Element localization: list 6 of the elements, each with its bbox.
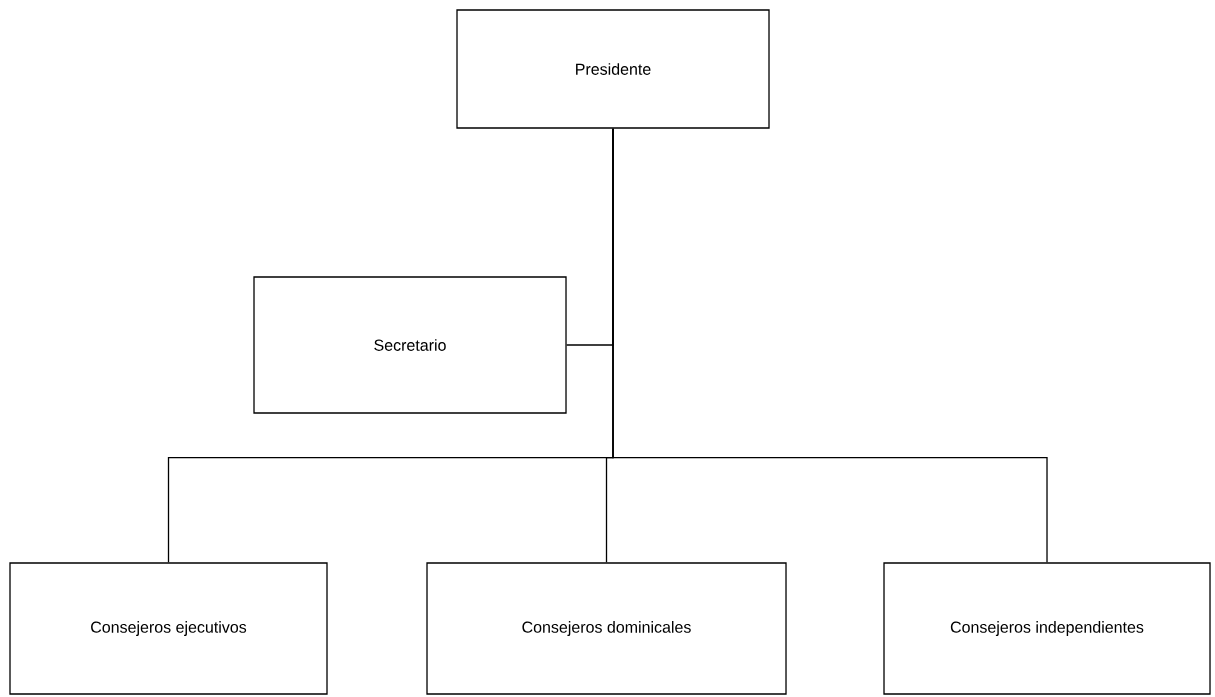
org-box: Secretario (253, 276, 567, 414)
connector-line (612, 128, 1048, 563)
org-box: Consejeros independientes (883, 562, 1211, 695)
org-box: Consejeros ejecutivos (9, 562, 328, 695)
org-box: Presidente (456, 9, 770, 129)
org-box: Consejeros dominicales (426, 562, 787, 695)
